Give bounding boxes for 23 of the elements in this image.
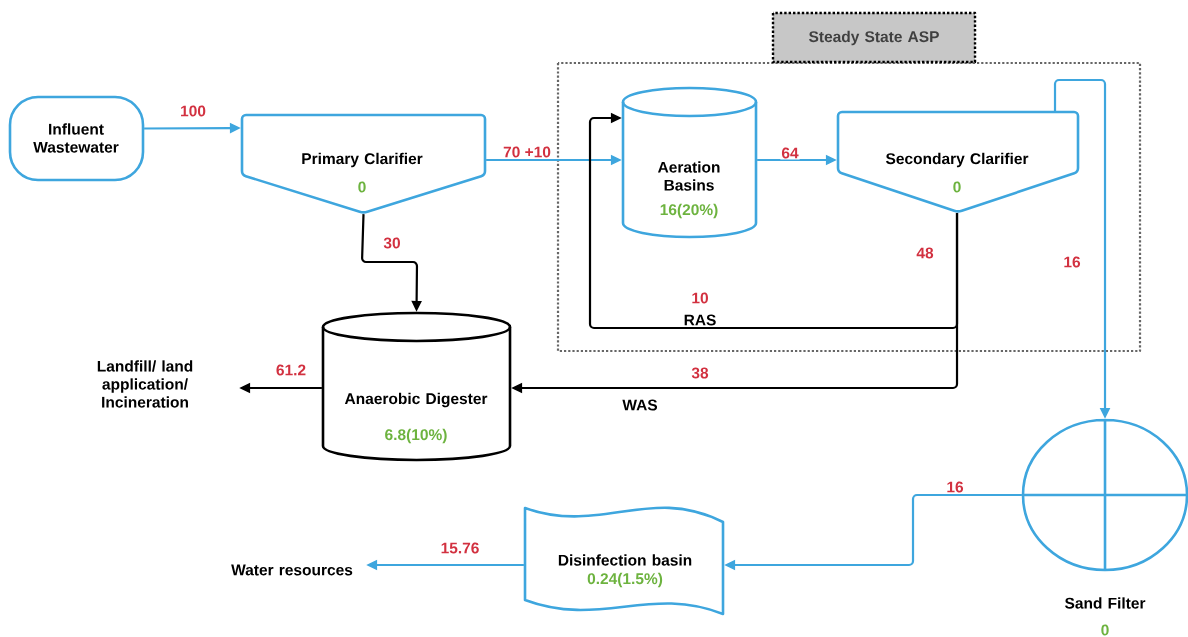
node-label: Steady State ASP: [808, 30, 939, 46]
arrow: [588, 112, 959, 330]
edge-label: 70 +10: [502, 145, 552, 159]
tank-cylinder: Anaerobic Digester 6.8(10%): [321, 311, 512, 462]
clarifier-tank: Primary Clarifier 0: [240, 113, 487, 214]
edge-label: 15.76: [439, 541, 481, 555]
edge-label: 16: [945, 480, 965, 494]
edge-label: 16: [1062, 255, 1082, 269]
edge-label: 30: [382, 236, 402, 250]
basin-box: Disinfection basin 0.24(1.5%): [523, 506, 725, 616]
edge-label: 38: [690, 366, 710, 380]
edge-label: 61.2: [274, 363, 308, 377]
flow-value: 48: [916, 247, 934, 259]
edge-label: 10: [690, 291, 710, 305]
outlet-label: Landfill/ land application/ Incineration: [97, 360, 193, 408]
stream-label: RAS: [684, 314, 716, 326]
clarifier-tank: Secondary Clarifier 0: [836, 110, 1080, 213]
terminal-box: Influent Wastewater: [8, 95, 145, 182]
outlet-label: Water resources: [231, 564, 353, 576]
stream-label: WAS: [622, 399, 658, 411]
tank-cylinder: Aeration Basins 16(20%): [621, 86, 758, 239]
edge-label: 100: [179, 104, 207, 118]
edge-label: 64: [780, 146, 800, 160]
